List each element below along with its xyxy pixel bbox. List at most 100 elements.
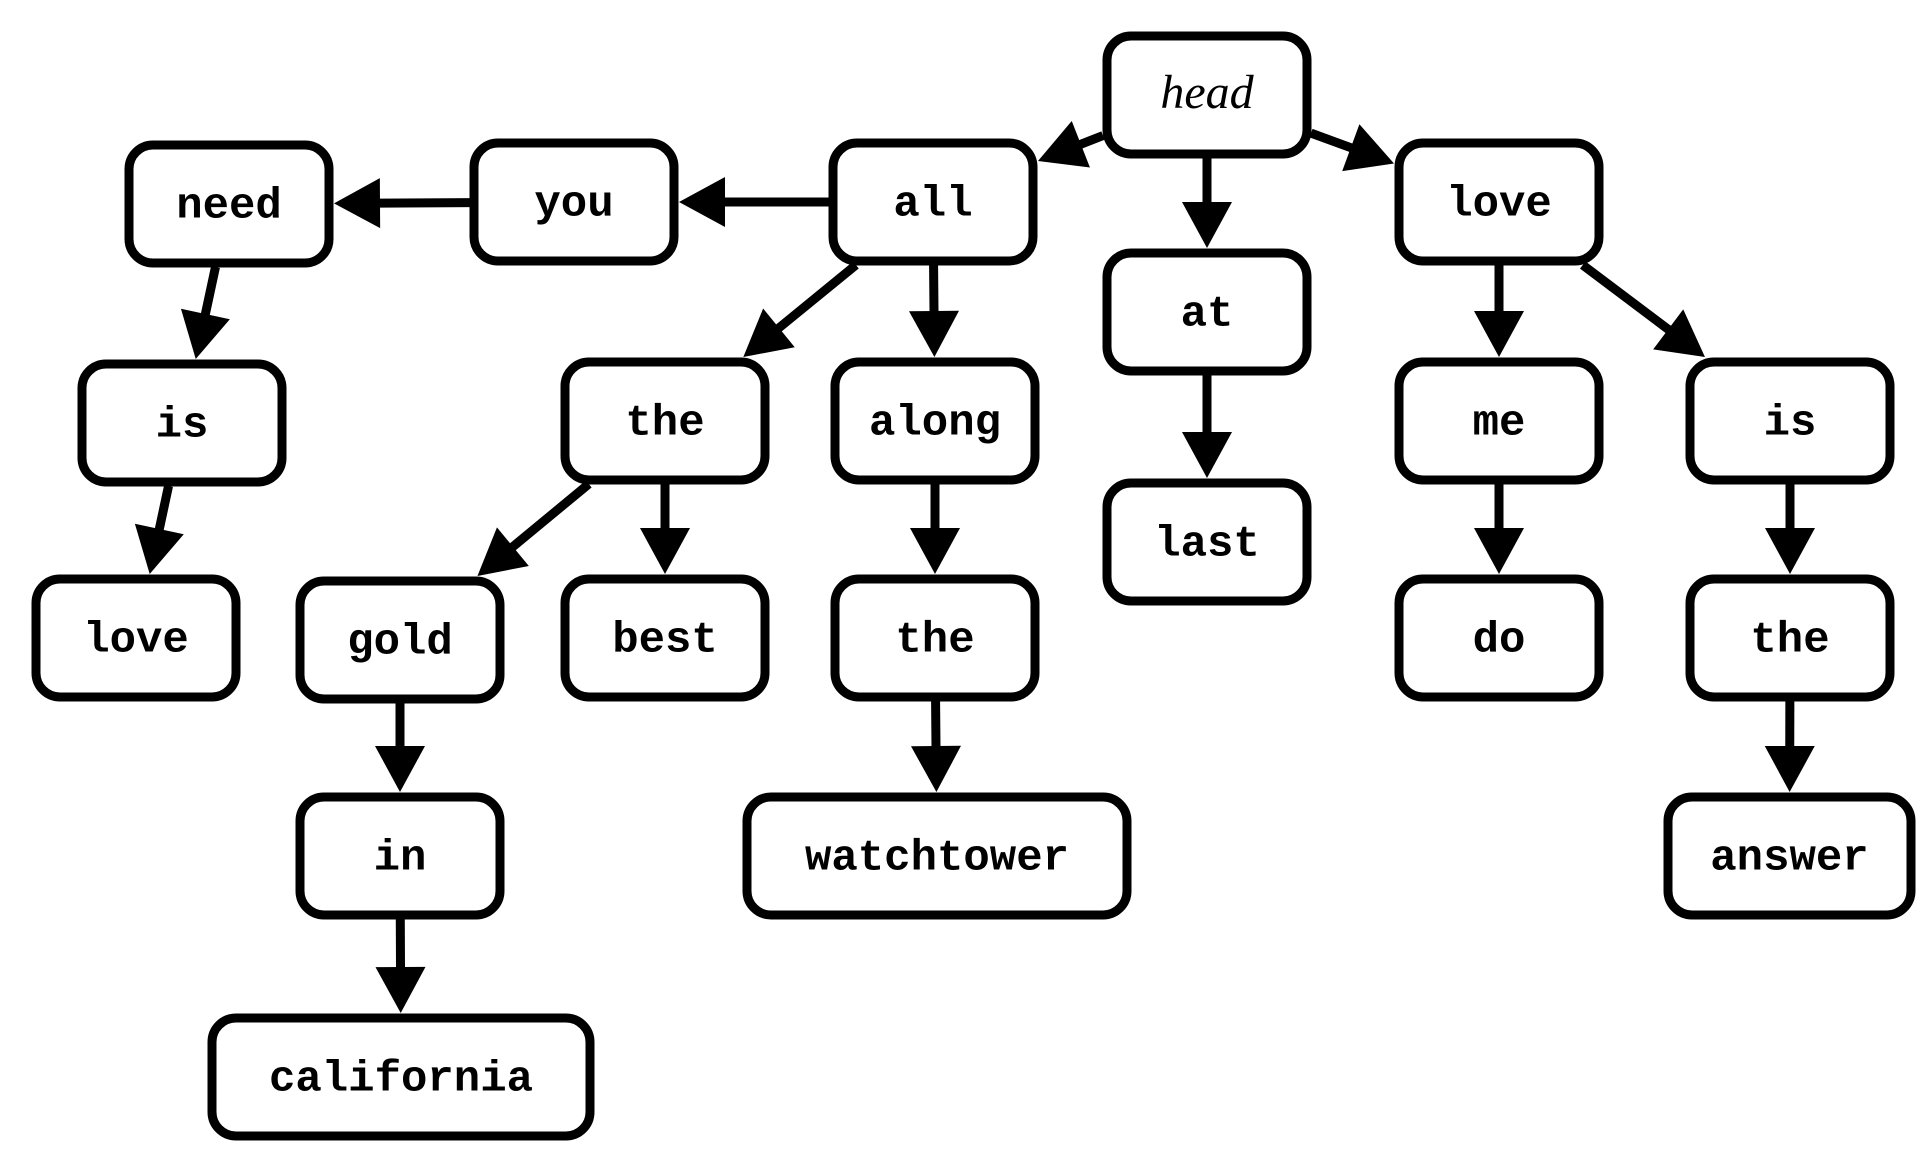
node-box	[1685, 574, 1895, 702]
edge-in-to-california	[375, 918, 426, 1013]
node-label: is	[1764, 399, 1817, 449]
edge-line	[154, 485, 173, 534]
node-all: all	[828, 138, 1038, 266]
arrowhead	[1182, 432, 1232, 478]
node-the1: the	[560, 357, 770, 485]
node-box	[830, 357, 1040, 485]
node-label: the	[625, 399, 704, 449]
edge-is1-to-love1	[134, 485, 184, 574]
arrowhead	[1038, 120, 1090, 168]
edge-all-to-you	[679, 177, 829, 227]
arrowhead	[908, 310, 959, 357]
arrowhead	[1764, 745, 1815, 792]
edge-line	[200, 266, 220, 319]
node-label: is	[156, 401, 209, 451]
node-last: last	[1102, 478, 1312, 606]
node-label: last	[1154, 520, 1260, 570]
edge-the2-to-watchtower	[910, 700, 961, 792]
arrowhead	[334, 178, 381, 229]
node-label: love	[1446, 180, 1552, 230]
node-label: me	[1473, 399, 1526, 449]
arrowhead	[679, 177, 725, 227]
node-me: me	[1394, 357, 1604, 485]
nodes-layer: head all you need is love the gold in california b…	[31, 31, 1916, 1141]
edge-gold-to-in	[375, 703, 425, 792]
node-label: the	[895, 616, 974, 666]
arrowhead	[910, 745, 961, 792]
edge-head-to-love2	[1309, 124, 1394, 172]
edge-love2-to-is2	[1580, 261, 1705, 357]
edge-love2-to-me	[1474, 265, 1524, 357]
node-box	[828, 138, 1038, 266]
node-label: gold	[347, 618, 453, 668]
arrowhead	[640, 528, 690, 574]
node-love1: love	[31, 574, 241, 702]
edge-head-to-at	[1182, 158, 1232, 248]
node-label: all	[893, 180, 972, 230]
edge-line	[506, 480, 592, 553]
node-box	[830, 574, 1040, 702]
arrowhead	[180, 308, 230, 359]
node-box	[1102, 478, 1312, 606]
node-box	[560, 574, 770, 702]
arrowhead	[1474, 311, 1524, 357]
node-label: best	[612, 616, 718, 666]
node-label: you	[534, 180, 613, 230]
arrowhead	[1342, 124, 1394, 172]
node-is1: is	[77, 359, 287, 487]
edge-me-to-do	[1474, 484, 1524, 574]
node-best: best	[560, 574, 770, 702]
edge-you-to-need	[334, 178, 471, 229]
node-box	[207, 1013, 595, 1141]
node-you: you	[469, 138, 679, 266]
node-label: need	[176, 182, 282, 232]
node-box	[1663, 792, 1916, 920]
edges-layer	[134, 120, 1815, 1013]
node-box	[77, 359, 287, 487]
edge-at-to-last	[1182, 375, 1232, 478]
node-label: in	[374, 834, 427, 884]
arrowhead	[1653, 309, 1705, 357]
node-box	[295, 792, 505, 920]
node-along: along	[830, 357, 1040, 485]
node-box	[1685, 357, 1895, 485]
node-box	[124, 140, 334, 268]
arrowhead	[1182, 202, 1232, 248]
node-box	[742, 792, 1132, 920]
edge-need-to-is1	[180, 266, 230, 359]
node-watchtower: watchtower	[742, 792, 1132, 920]
node-box	[469, 138, 679, 266]
node-box	[31, 574, 241, 702]
edge-line	[1309, 128, 1357, 154]
edge-line	[1580, 261, 1675, 336]
node-label: head	[1160, 66, 1254, 119]
node-do: do	[1394, 574, 1604, 702]
node-need: need	[124, 140, 334, 268]
arrowhead	[910, 528, 960, 574]
node-label: answer	[1710, 834, 1868, 884]
node-label: at	[1181, 290, 1234, 340]
edge-line	[772, 261, 859, 334]
node-love2: love	[1394, 138, 1604, 266]
edge-is2-to-the3	[1765, 484, 1815, 574]
edge-the3-to-answer	[1764, 700, 1815, 792]
node-box	[295, 576, 505, 704]
edge-the1-to-best	[640, 484, 690, 574]
node-gold: gold	[295, 576, 505, 704]
node-the2: the	[830, 574, 1040, 702]
node-label: along	[869, 399, 1001, 449]
edge-along-to-the2	[910, 484, 960, 574]
edge-head-to-all	[1038, 120, 1105, 168]
node-label: california	[269, 1055, 533, 1105]
edge-line	[375, 198, 471, 208]
arrowhead	[375, 746, 425, 792]
edge-all-to-along	[908, 264, 959, 357]
node-label: watchtower	[805, 834, 1069, 884]
node-answer: answer	[1663, 792, 1916, 920]
edge-line	[1075, 131, 1105, 150]
node-at: at	[1102, 248, 1312, 376]
arrowhead	[1474, 528, 1524, 574]
node-box	[1394, 138, 1604, 266]
node-box	[1394, 357, 1604, 485]
node-is2: is	[1685, 357, 1895, 485]
